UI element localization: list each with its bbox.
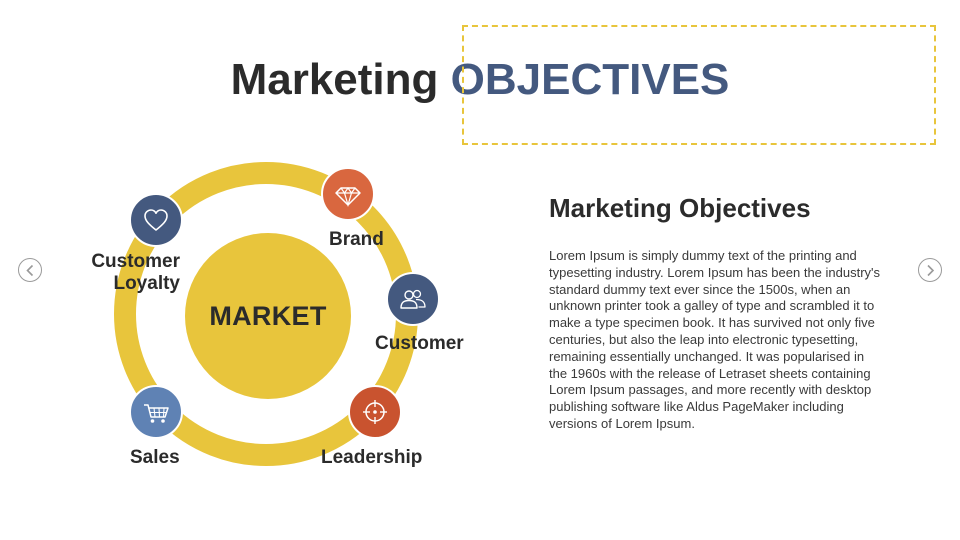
sales-node[interactable] bbox=[129, 385, 183, 439]
customer-loyalty-label-line-2: Loyalty bbox=[113, 273, 180, 294]
leadership-node[interactable] bbox=[348, 385, 402, 439]
brand-label: Brand bbox=[329, 229, 384, 250]
previous-slide-button[interactable] bbox=[18, 258, 42, 282]
target-icon bbox=[363, 400, 387, 424]
chevron-left-icon bbox=[26, 264, 34, 277]
customer-label: Customer bbox=[375, 333, 464, 354]
title-part-1: Marketing bbox=[230, 55, 439, 104]
cart-icon bbox=[144, 404, 169, 423]
brand-node[interactable] bbox=[321, 167, 375, 221]
customer-loyalty-label-line-1: Customer bbox=[91, 251, 180, 272]
sales-label: Sales bbox=[130, 447, 180, 468]
chevron-right-icon bbox=[927, 264, 935, 277]
side-body-text: Lorem Ipsum is simply dummy text of the … bbox=[549, 248, 881, 431]
slide-title: Marketing OBJECTIVES bbox=[0, 54, 960, 106]
heart-icon bbox=[144, 209, 168, 231]
customer-loyalty-node[interactable] bbox=[129, 193, 183, 247]
title-part-2: OBJECTIVES bbox=[450, 55, 730, 104]
users-icon bbox=[400, 289, 426, 309]
customer-node[interactable] bbox=[386, 272, 440, 326]
customer-loyalty-label: Customer Loyalty bbox=[90, 251, 180, 295]
diamond-icon bbox=[335, 186, 361, 208]
selection-placeholder-box[interactable] bbox=[462, 25, 936, 145]
next-slide-button[interactable] bbox=[918, 258, 942, 282]
side-heading: Marketing Objectives bbox=[549, 193, 811, 223]
market-label: MARKET bbox=[209, 300, 327, 331]
leadership-label: Leadership bbox=[321, 447, 423, 468]
market-core-circle: MARKET bbox=[185, 233, 351, 399]
